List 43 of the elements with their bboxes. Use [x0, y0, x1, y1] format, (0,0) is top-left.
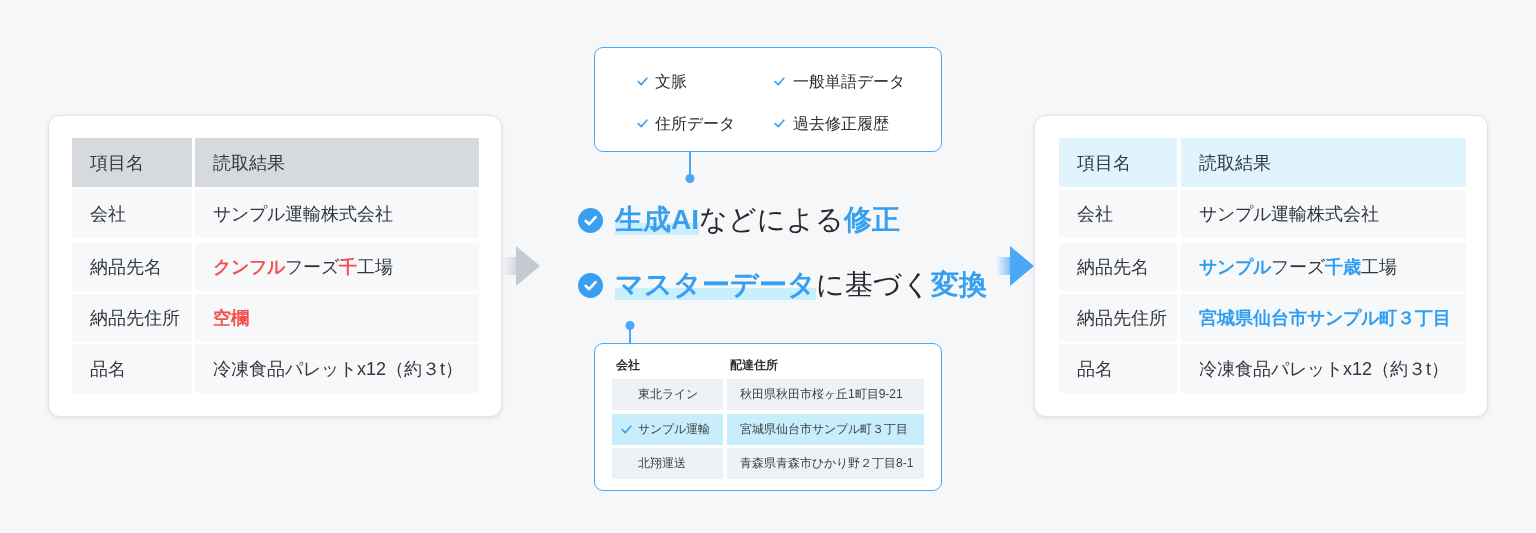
- table-cell: 秋田県秋田市桜ヶ丘1町目9-21: [727, 379, 924, 410]
- table-cell: 東北ライン: [612, 379, 723, 410]
- table-cell: 宮城県仙台市サンプル町３丁目: [727, 414, 924, 445]
- cell-text: サンプル運輸: [638, 421, 710, 438]
- header-cell: 読取結果: [195, 138, 479, 187]
- table-cell: サンプル運輸株式会社: [1181, 190, 1466, 238]
- table-cell: 会社: [72, 190, 192, 238]
- column-header: 配達住所: [730, 357, 778, 373]
- table-card: [48, 115, 502, 417]
- table-card: [1034, 115, 1488, 417]
- table-cell: 会社: [1059, 190, 1177, 238]
- header-cell: 項目名: [72, 138, 192, 187]
- table-cell: 品名: [72, 344, 192, 393]
- info-box: [594, 47, 942, 152]
- table-cell: 納品先名: [72, 243, 192, 291]
- header-cell: 読取結果: [1181, 138, 1466, 187]
- table-cell: 冷凍食品パレットx12（約３t）: [195, 344, 479, 393]
- leader-line: [625, 320, 635, 344]
- lookup-table-box: [594, 343, 942, 491]
- table-cell: 品名: [1059, 344, 1177, 393]
- leader-line: [685, 151, 695, 184]
- table-cell: サンプル運輸株式会社: [195, 190, 479, 238]
- table-cell: [612, 414, 723, 445]
- column-header: 会社: [616, 357, 640, 373]
- table-cell: サンプルフーズ千歳工場: [1181, 243, 1466, 291]
- header-cell: 項目名: [1059, 138, 1177, 187]
- table-cell: 空欄: [195, 294, 479, 342]
- table-cell: 納品先住所: [1059, 294, 1177, 342]
- table-cell: 宮城県仙台市サンプル町３丁目: [1181, 294, 1466, 342]
- table-cell: 冷凍食品パレットx12（約３t）: [1181, 344, 1466, 393]
- arrow: [502, 246, 540, 286]
- list-item: 文脈: [655, 72, 687, 92]
- table-cell: 北翔運送: [612, 448, 723, 479]
- table-cell: 納品先住所: [72, 294, 192, 342]
- arrow: [996, 246, 1034, 286]
- statement-text: マスターデータに基づく変換: [615, 268, 987, 302]
- list-item: 一般単語データ: [793, 72, 905, 92]
- table-cell: 納品先名: [1059, 243, 1177, 291]
- statement-text: 生成AIなどによる修正: [615, 203, 900, 237]
- table-cell: 青森県青森市ひかり野２丁目8-1: [727, 448, 924, 479]
- list-item: 住所データ: [655, 114, 735, 134]
- table-cell: クンフルフーズ千工場: [195, 243, 479, 291]
- list-item: 過去修正履歴: [793, 114, 889, 134]
